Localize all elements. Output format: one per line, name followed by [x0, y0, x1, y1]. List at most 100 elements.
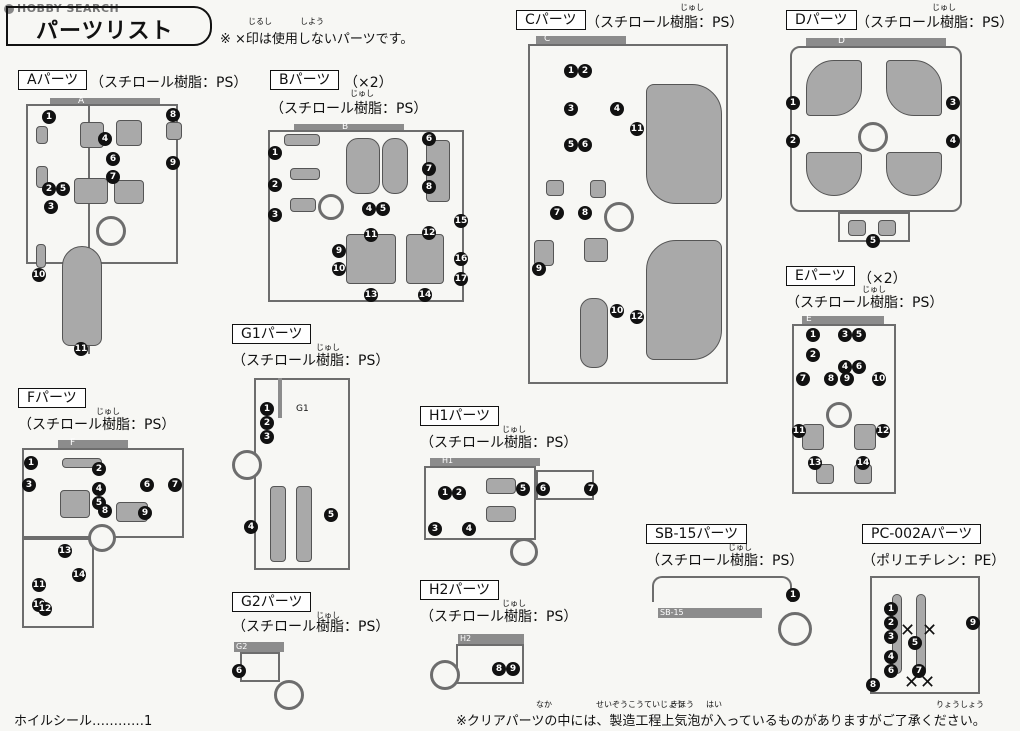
runner-pc002a: 1 2 3 4 5 6 7 8 9 ✕ ✕ ✕ ✕: [862, 574, 986, 698]
part-number: 2: [806, 348, 820, 362]
part-number: 12: [422, 226, 436, 240]
part-number: 9: [532, 262, 546, 276]
ruby-jushi: じゅし: [728, 543, 752, 552]
section-c-label: Cパーツ: [516, 10, 586, 30]
part-number: 5: [516, 482, 530, 496]
part-number: 6: [140, 478, 154, 492]
footer-ruby-ryoushou: りょうしょう: [936, 700, 984, 709]
section-sb15-material: （スチロール樹脂：PS）: [646, 553, 804, 569]
part-number: 10: [872, 372, 886, 386]
section-h1-label: H1パーツ: [420, 406, 500, 426]
part-number: 5: [908, 636, 922, 650]
note-ruby-shirushi: じるし: [248, 17, 272, 26]
part-number: 9: [506, 662, 520, 676]
footer-ruby-seizoukouteijou: せいぞうこうていじょう: [596, 700, 684, 709]
ruby-jushi: じゅし: [502, 425, 526, 434]
part-number: 5: [324, 508, 338, 522]
part-number: 11: [792, 424, 806, 438]
part-number: 3: [884, 630, 898, 644]
part-number: 11: [364, 228, 378, 242]
unused-x-mark-icon: ✕: [920, 672, 936, 693]
part-number: 13: [364, 288, 378, 302]
part-number: 7: [550, 206, 564, 220]
part-number: 7: [168, 478, 182, 492]
part-number: 2: [884, 616, 898, 630]
part-number: 17: [454, 272, 468, 286]
runner-g1-letter: G1: [296, 404, 309, 414]
section-f-material: （スチロール樹脂：PS）: [18, 417, 176, 433]
part-number: 2: [42, 182, 56, 196]
part-number: 14: [418, 288, 432, 302]
section-sb15-label: SB-15パーツ: [646, 524, 748, 544]
unused-x-mark-icon: ✕: [900, 620, 916, 641]
foil-sticker-count: ホイルシール…………1: [14, 714, 153, 729]
part-number: 12: [630, 310, 644, 324]
runner-c-letter: C: [544, 34, 551, 44]
part-number: 5: [852, 328, 866, 342]
part-number: 5: [564, 138, 578, 152]
note-ruby-shiyou: しよう: [300, 17, 324, 26]
part-number: 4: [362, 202, 376, 216]
part-number: 7: [584, 482, 598, 496]
part-number: 11: [32, 578, 46, 592]
part-number: 6: [884, 664, 898, 678]
part-number: 7: [106, 170, 120, 184]
part-number: 1: [564, 64, 578, 78]
runner-sb15-letter: SB-15: [660, 608, 684, 617]
part-number: 1: [806, 328, 820, 342]
ruby-jushi: じゅし: [862, 285, 886, 294]
section-g2-material: （スチロール樹脂：PS）: [232, 619, 390, 635]
part-number: 8: [422, 180, 436, 194]
title-frame: [6, 6, 212, 46]
part-number: 12: [876, 424, 890, 438]
part-number: 2: [268, 178, 282, 192]
section-g2-label: G2パーツ: [232, 592, 312, 612]
part-number: 1: [24, 456, 38, 470]
section-e-count: （×2）: [858, 271, 907, 287]
part-number: 2: [260, 416, 274, 430]
part-number: 4: [462, 522, 476, 536]
part-number: 10: [610, 304, 624, 318]
section-g1-label: G1パーツ: [232, 324, 312, 344]
section-e-label: Eパーツ: [786, 266, 855, 286]
part-number: 2: [92, 462, 106, 476]
part-number: 1: [884, 602, 898, 616]
section-b-material: （スチロール樹脂：PS）: [270, 101, 428, 117]
part-number: 10: [332, 262, 346, 276]
part-number: 14: [72, 568, 86, 582]
part-number: 1: [268, 146, 282, 160]
runner-d-letter: D: [838, 36, 845, 46]
part-number: 2: [578, 64, 592, 78]
section-pc002a-material: （ポリエチレン：PE）: [862, 553, 1006, 569]
runner-h2-letter: H2: [460, 634, 472, 643]
runner-h1: H1 1 2 3 4 5 6 7: [420, 456, 600, 566]
section-a-label: Aパーツ: [18, 70, 88, 90]
part-number: 6: [536, 482, 550, 496]
unused-x-mark-icon: ✕: [904, 672, 920, 693]
part-number: 7: [796, 372, 810, 386]
part-number: 8: [166, 108, 180, 122]
part-number: 13: [58, 544, 72, 558]
part-number: 9: [840, 372, 854, 386]
part-number: 1: [42, 110, 56, 124]
section-g1-material: （スチロール樹脂：PS）: [232, 353, 390, 369]
section-h2-material: （スチロール樹脂：PS）: [420, 609, 578, 625]
part-number: 9: [332, 244, 346, 258]
unused-parts-note: ※ ×印は使用しないパーツです。: [220, 32, 414, 47]
part-number: 2: [452, 486, 466, 500]
part-number: 8: [98, 504, 112, 518]
part-number: 4: [946, 134, 960, 148]
part-number: 3: [838, 328, 852, 342]
section-a-material: （スチロール樹脂：PS）: [90, 75, 248, 91]
part-number: 15: [454, 214, 468, 228]
ruby-jushi: じゅし: [316, 343, 340, 352]
part-number: 11: [74, 342, 88, 356]
part-number: 7: [422, 162, 436, 176]
part-number: 4: [838, 360, 852, 374]
part-number: 4: [98, 132, 112, 146]
runner-h1-letter: H1: [442, 456, 454, 465]
part-number: 9: [966, 616, 980, 630]
runner-c: C 1 2 3 4 5 6 7 8 9 10 11 12: [516, 34, 742, 390]
part-number: 8: [578, 206, 592, 220]
part-number: 6: [106, 152, 120, 166]
